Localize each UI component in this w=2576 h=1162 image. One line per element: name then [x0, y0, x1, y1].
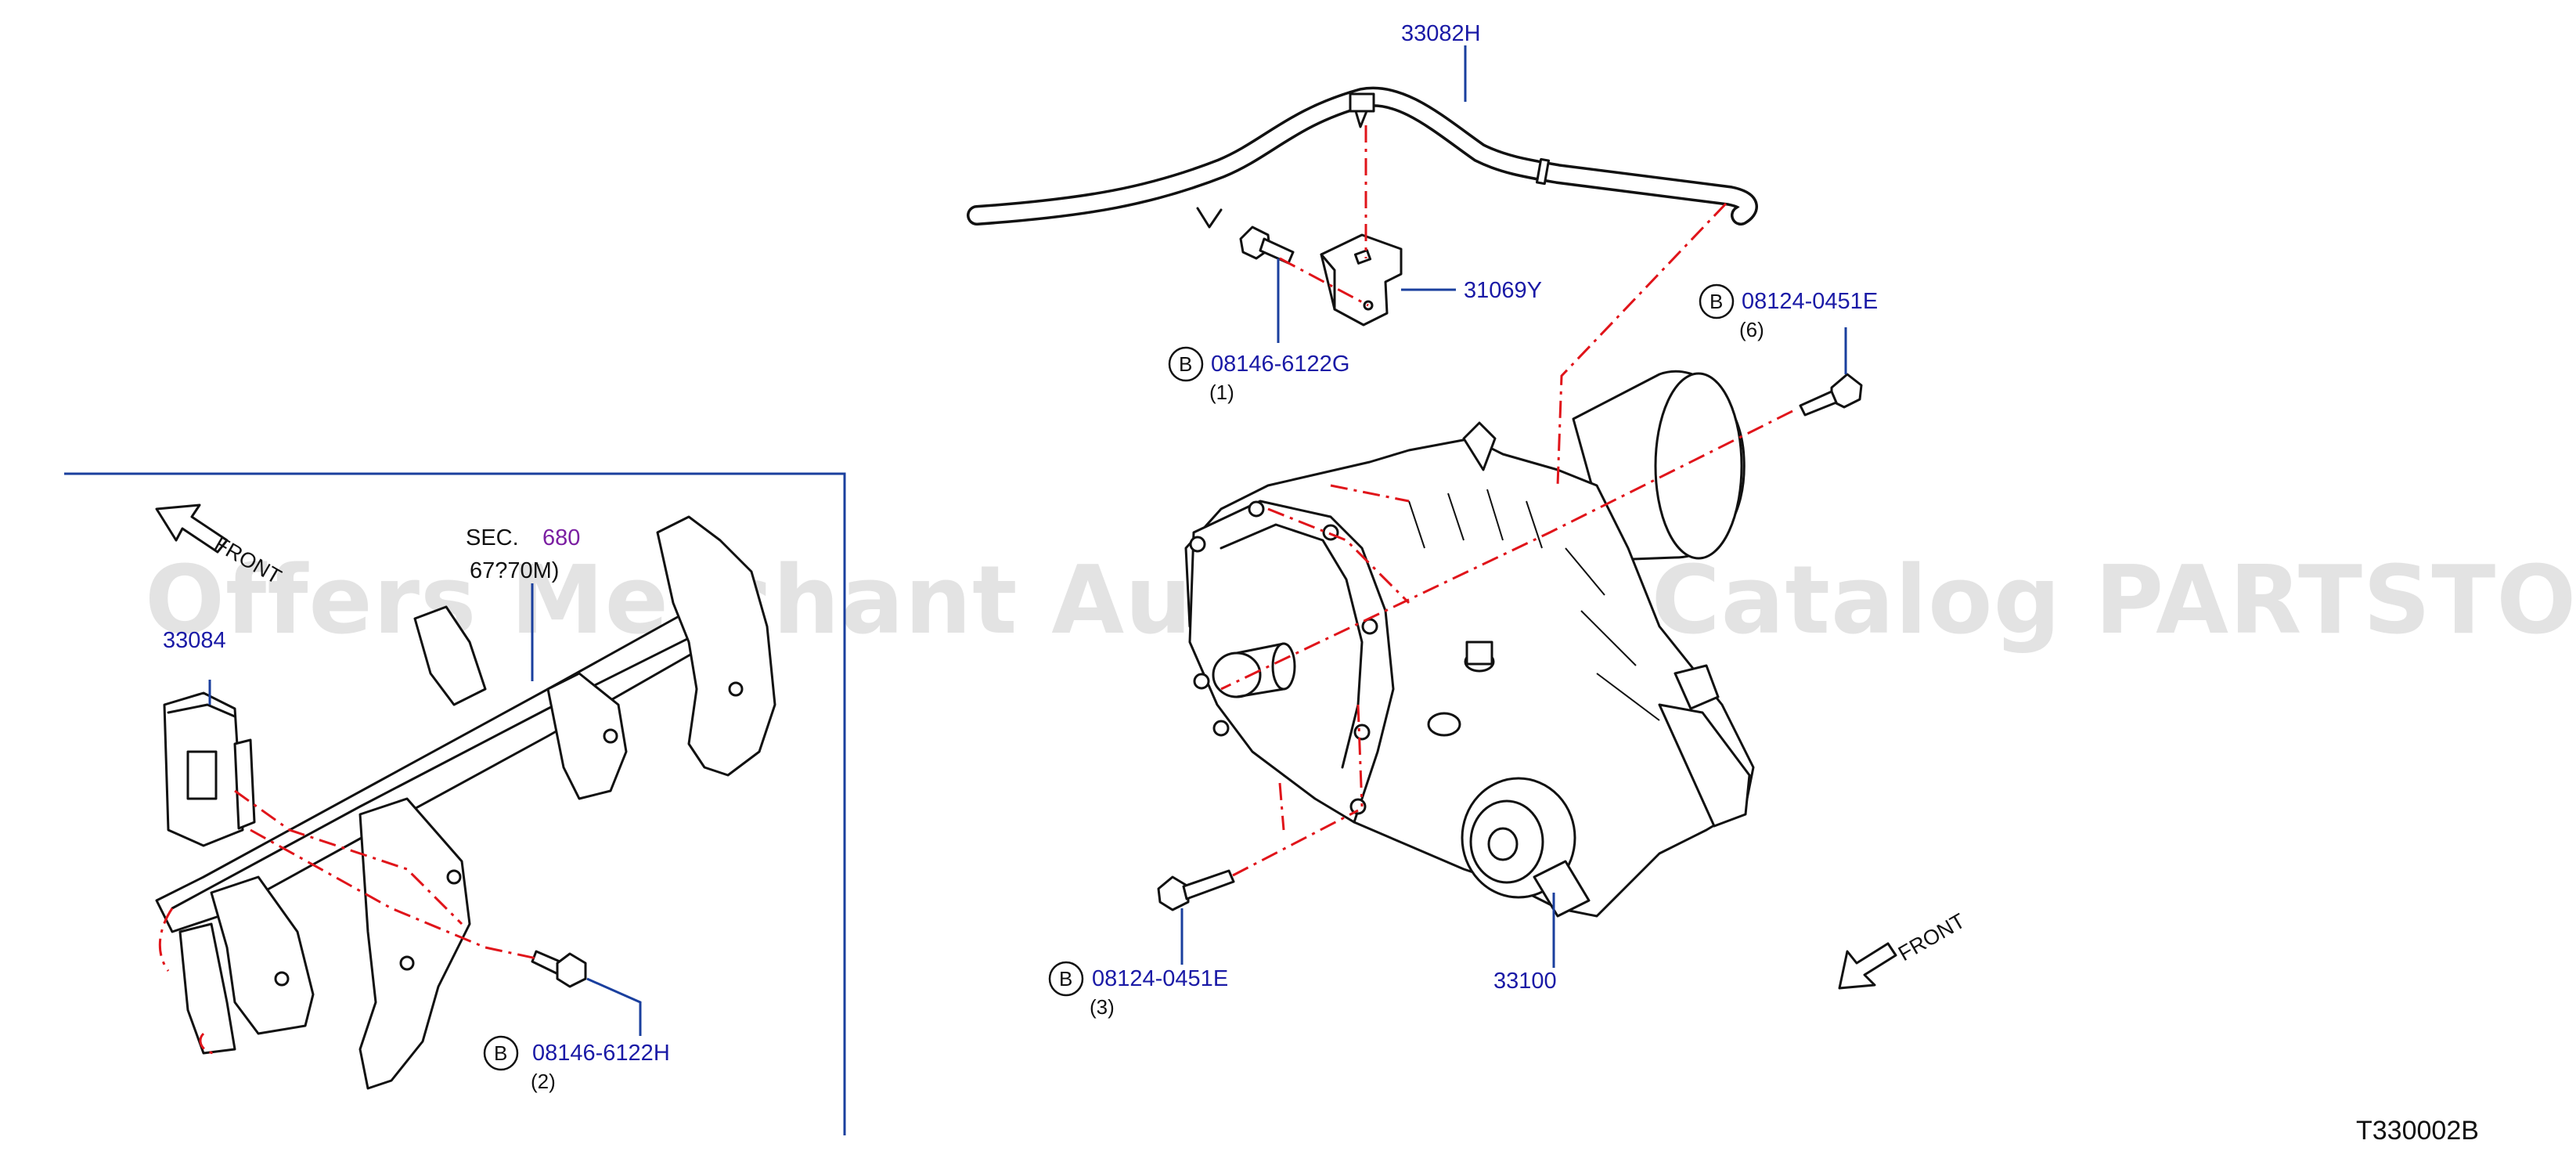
bolt-symbol-icon — [1168, 346, 1204, 382]
bolt-callout-08124-0451E-6[interactable]: B 08124-0451E (6) — [1699, 283, 1878, 341]
bolt-number[interactable]: 08124-0451E — [1742, 289, 1878, 314]
leader-lines — [208, 45, 1847, 1036]
part-number-31069Y[interactable]: 31069Y — [1464, 278, 1542, 303]
bolt-drawing — [1799, 373, 1863, 417]
bolt-drawing — [1157, 869, 1235, 911]
bolt-number[interactable]: 08146-6122H — [532, 1041, 670, 1066]
bolt-qty: (6) — [1739, 318, 1764, 341]
section-number-link[interactable]: 680 — [542, 525, 580, 550]
control-unit-drawing — [163, 691, 256, 847]
front-arrow-right: FRONT — [1838, 909, 1969, 990]
bolt-qty: (3) — [1090, 995, 1115, 1019]
transfer-case-drawing — [1184, 370, 1755, 918]
bolt-drawing — [531, 950, 587, 988]
part-number-33082H[interactable]: 33082H — [1401, 21, 1481, 46]
bolt-symbol: B — [1710, 290, 1723, 313]
front-label: FRONT — [1894, 909, 1969, 965]
bolt-symbol: B — [494, 1041, 507, 1065]
bolt-symbol-icon — [483, 1035, 519, 1071]
section-sub: 67?70M) — [470, 558, 559, 583]
cross-member-drawing — [155, 515, 776, 1090]
clip-bracket-drawing — [1320, 233, 1403, 327]
bolt-drawing — [1239, 226, 1295, 265]
bolt-symbol-icon — [1048, 961, 1084, 997]
assembly-lines — [158, 125, 1793, 1055]
part-number-33100[interactable]: 33100 — [1493, 969, 1557, 994]
bolt-callout-08146-6122G[interactable]: B 08146-6122G (1) — [1168, 346, 1349, 404]
drawing-code: T330002B — [2356, 1116, 2479, 1146]
section-reference[interactable]: SEC. 680 67?70M) — [466, 525, 580, 583]
breather-hose-drawing — [967, 86, 1758, 229]
bolt-qty: (1) — [1209, 381, 1234, 404]
bolt-qty: (2) — [531, 1070, 556, 1093]
part-number-33084[interactable]: 33084 — [163, 628, 226, 653]
bolt-symbol: B — [1179, 352, 1192, 376]
section-prefix: SEC. — [466, 525, 519, 550]
bolt-callout-08146-6122H[interactable]: B 08146-6122H (2) — [483, 1035, 670, 1093]
bolt-symbol-icon — [1699, 283, 1735, 319]
bolt-callout-08124-0451E-3[interactable]: B 08124-0451E (3) — [1048, 961, 1228, 1019]
bolt-number[interactable]: 08124-0451E — [1092, 966, 1228, 991]
detail-frame — [64, 472, 846, 1135]
bolt-number[interactable]: 08146-6122G — [1211, 352, 1349, 377]
bolt-symbol: B — [1059, 967, 1072, 991]
